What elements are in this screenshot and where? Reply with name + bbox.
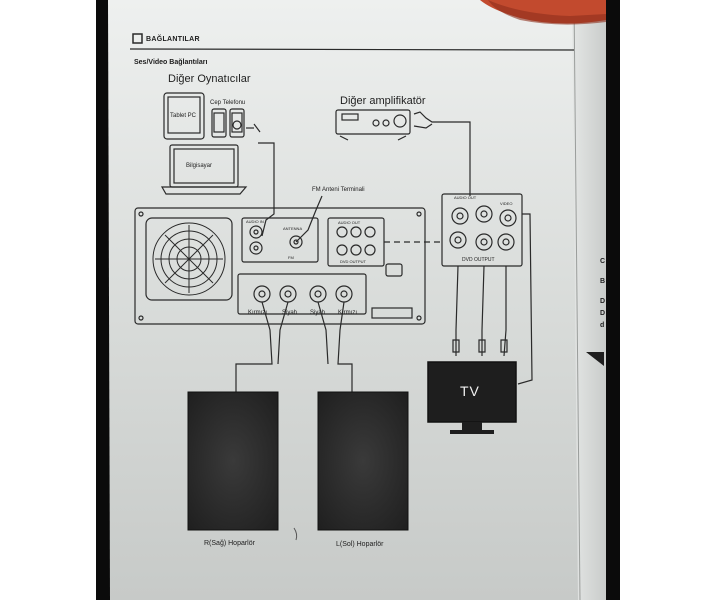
margin-letter: C bbox=[600, 258, 605, 265]
audio-out-label: AUDIO OUT bbox=[338, 221, 360, 225]
amplifier-label: Diğer amplifikatör bbox=[340, 96, 426, 107]
terminal-red-left: Kırmızı bbox=[248, 310, 267, 316]
other-players-label: Diğer Oynatıcılar bbox=[168, 74, 251, 85]
antenna-label: ANTENNA bbox=[283, 227, 302, 231]
margin-letter: d bbox=[600, 322, 604, 329]
terminal-black-right: Siyah bbox=[310, 310, 325, 316]
terminal-black-left: Siyah bbox=[282, 310, 297, 316]
phone-label: Cep Telefonu bbox=[210, 100, 245, 106]
margin-letter: D bbox=[600, 298, 605, 305]
speaker-right bbox=[188, 392, 278, 530]
dvd-box-output-label: DVD OUTPUT bbox=[462, 258, 495, 263]
dvd-output-label: DVD OUTPUT bbox=[340, 260, 366, 264]
dvd-box-video-label: VIDEO bbox=[500, 202, 512, 206]
margin-letter: D bbox=[600, 310, 605, 317]
page-title: BAĞLANTILAR bbox=[146, 36, 200, 43]
terminal-red-right: Kırmızı bbox=[338, 310, 357, 316]
speaker-left-label: L(Sol) Hoparlör bbox=[336, 541, 383, 548]
speaker-left bbox=[318, 392, 408, 530]
computer-label: Bilgisayar bbox=[186, 163, 212, 169]
fm-label: FM bbox=[288, 256, 294, 260]
fm-terminal-label: FM Anteni Terminali bbox=[312, 187, 365, 193]
audio-in-label: AUDIO IN bbox=[246, 220, 264, 224]
speaker-right-label: R(Sağ) Hoparlör bbox=[204, 540, 255, 547]
tv-label: TV bbox=[460, 384, 480, 398]
section-subtitle: Ses/Video Bağlantıları bbox=[134, 59, 207, 66]
margin-letter: B bbox=[600, 278, 605, 285]
dvd-box-audio-out-label: AUDIO OUT bbox=[454, 196, 476, 200]
tablet-label: Tablet PC bbox=[170, 113, 196, 119]
